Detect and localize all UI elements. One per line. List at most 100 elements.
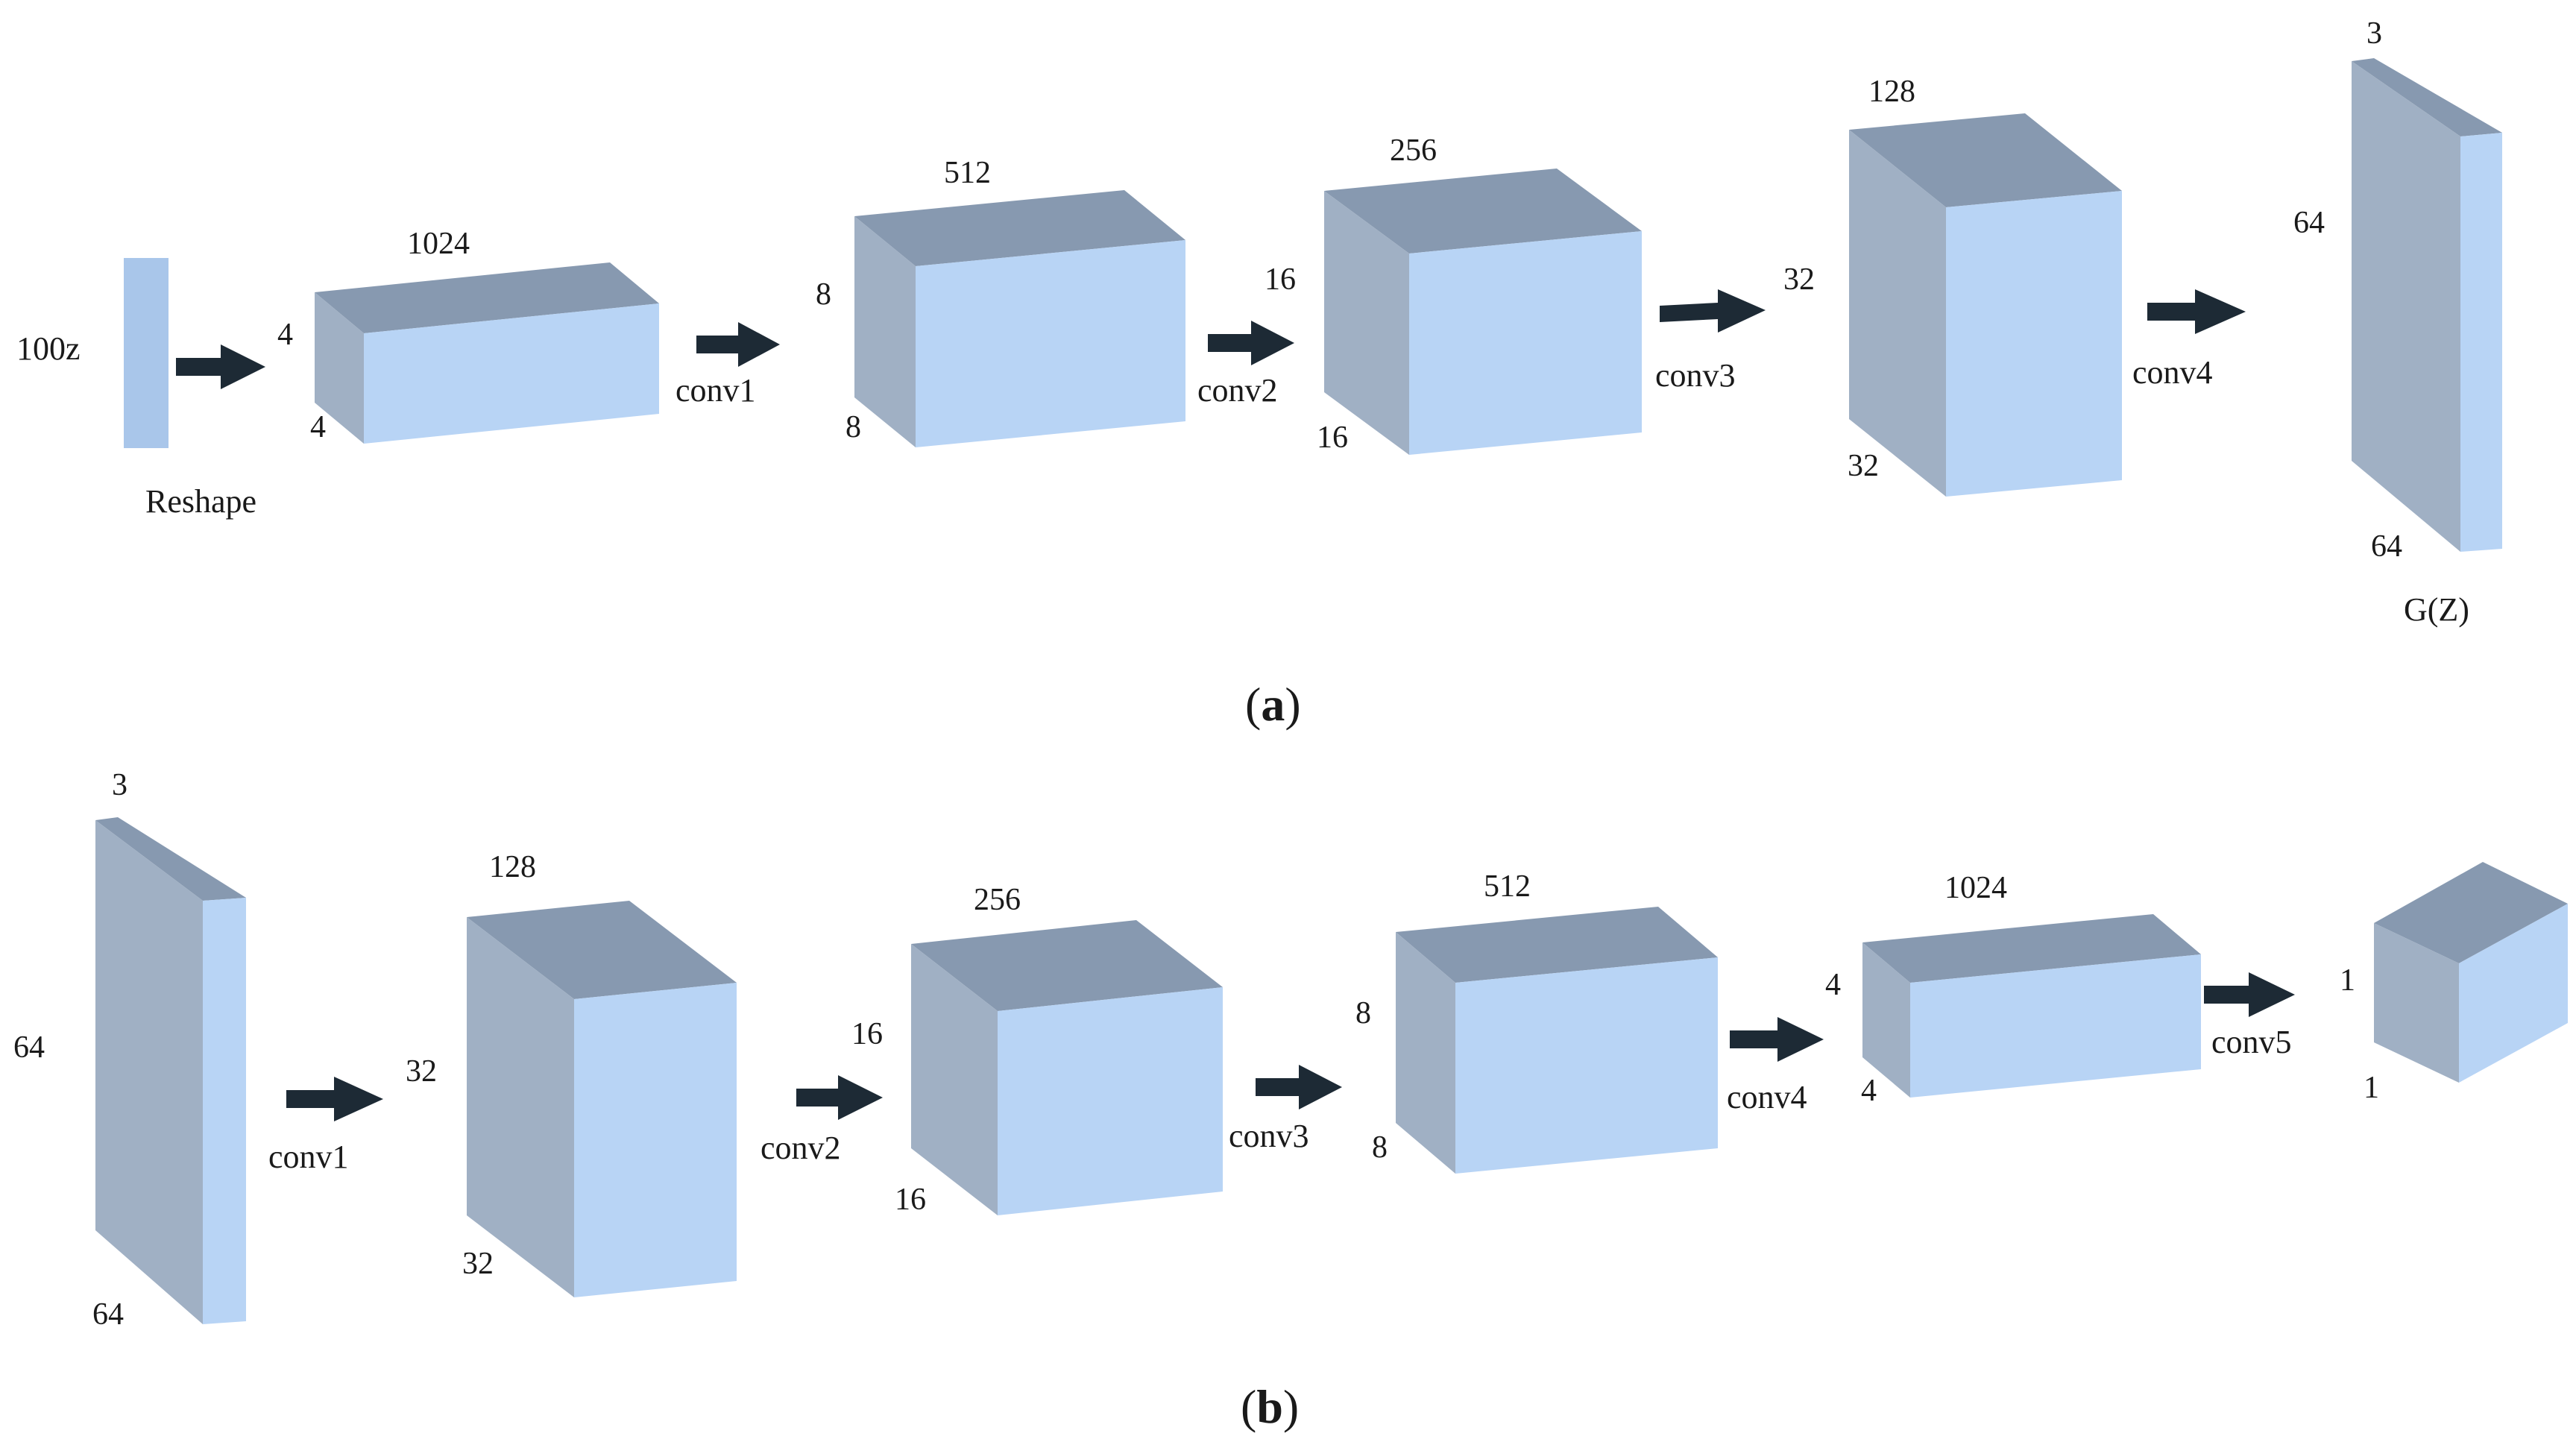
width-label: 8	[845, 410, 861, 444]
depth-label: 3	[2366, 16, 2382, 51]
block-front	[1910, 954, 2201, 1098]
block-side	[1324, 191, 1409, 455]
arrow-conv5	[2204, 972, 2295, 1017]
op-label-conv4: conv4	[2132, 354, 2213, 391]
arrow-conv4	[1730, 1017, 1824, 1062]
width-label: 32	[462, 1247, 494, 1281]
height-label: 32	[1783, 262, 1815, 297]
width-label: 4	[1861, 1074, 1877, 1108]
block-front	[998, 987, 1223, 1215]
input-vector	[124, 258, 169, 448]
block-top	[1324, 169, 1642, 254]
feature-block-b2: 128 32 32	[406, 850, 737, 1297]
op-label-conv3: conv3	[1655, 357, 1736, 394]
depth-label: 512	[944, 156, 991, 190]
generator-diagram: 100z Reshape 1024 4 4 conv1 512 8 8 conv…	[16, 16, 2502, 731]
depth-label: 1024	[1944, 871, 2007, 905]
height-label: 16	[851, 1017, 883, 1051]
feature-block-a1: 1024 4 4	[277, 227, 659, 444]
block-front	[1409, 231, 1642, 455]
op-label-conv2: conv2	[760, 1130, 841, 1166]
feature-block-b6: 1 1	[2340, 862, 2568, 1105]
block-front	[2460, 133, 2502, 552]
block-side	[2374, 923, 2459, 1083]
width-label: 32	[1848, 449, 1879, 483]
arrow-conv1	[696, 322, 780, 367]
block-side	[315, 292, 364, 444]
arrow-reshape	[176, 344, 265, 389]
width-label: 1	[2364, 1071, 2379, 1105]
block-top	[854, 190, 1185, 266]
block-top	[911, 920, 1223, 1011]
caption-b: (b)	[1241, 1380, 1299, 1433]
op-label-conv2: conv2	[1197, 372, 1278, 409]
height-label: 64	[13, 1030, 45, 1065]
arrow-conv2	[1208, 321, 1294, 365]
width-label: 64	[2371, 529, 2402, 564]
arrow-conv2	[796, 1075, 883, 1120]
depth-label: 256	[974, 883, 1021, 917]
block-front	[364, 303, 659, 444]
block-side	[2352, 61, 2460, 552]
arrow-conv3	[1256, 1065, 1342, 1109]
feature-block-a3: 256 16 16	[1265, 133, 1642, 455]
op-label-conv1: conv1	[676, 372, 756, 409]
feature-block-b3: 256 16 16	[851, 883, 1223, 1217]
height-label: 16	[1265, 262, 1296, 297]
height-label: 1	[2340, 963, 2355, 998]
arrow-conv4	[2147, 289, 2246, 334]
arrow-conv1	[286, 1077, 383, 1121]
block-top	[1849, 113, 2122, 207]
block-side	[467, 917, 574, 1297]
op-label-conv1: conv1	[268, 1139, 349, 1175]
output-label: G(Z)	[2404, 591, 2469, 628]
block-front	[2459, 904, 2568, 1083]
feature-block-a4: 128 32 32	[1783, 75, 2122, 497]
block-front	[916, 240, 1185, 447]
feature-block-a2: 512 8 8	[816, 156, 1185, 447]
height-label: 8	[1355, 996, 1371, 1030]
depth-label: 128	[1868, 75, 1915, 109]
depth-label: 128	[489, 850, 536, 884]
block-top	[315, 262, 659, 333]
width-label: 64	[92, 1297, 124, 1332]
block-top	[467, 901, 737, 999]
depth-label: 1024	[407, 227, 470, 261]
width-label: 16	[1317, 421, 1348, 455]
block-top	[1396, 907, 1718, 983]
input-label: 100z	[16, 330, 81, 367]
height-label: 4	[1825, 968, 1841, 1002]
feature-block-b1: 3 64 64	[13, 768, 246, 1332]
feature-block-b5: 1024 4 4	[1825, 871, 2201, 1108]
feature-block-b4: 512 8 8	[1355, 869, 1718, 1174]
reshape-label: Reshape	[145, 483, 256, 520]
block-top	[1862, 914, 2201, 983]
width-label: 4	[310, 410, 326, 444]
block-top	[2374, 862, 2568, 963]
block-front	[574, 983, 737, 1297]
block-side	[1396, 932, 1455, 1174]
caption-a: (a)	[1245, 678, 1301, 731]
op-label-conv5: conv5	[2211, 1024, 2292, 1060]
height-label: 8	[816, 277, 831, 312]
feature-block-a5: 3 64 64	[2293, 16, 2502, 564]
depth-label: 3	[112, 768, 127, 802]
block-side	[1849, 130, 1946, 497]
width-label: 8	[1372, 1130, 1388, 1165]
op-label-conv4: conv4	[1727, 1079, 1807, 1115]
block-top	[2352, 58, 2502, 136]
depth-label: 512	[1484, 869, 1531, 904]
height-label: 64	[2293, 206, 2325, 240]
arrow-conv3	[1660, 289, 1766, 333]
block-side	[1862, 942, 1910, 1098]
block-side	[911, 944, 998, 1215]
block-front	[1946, 191, 2122, 497]
block-top	[95, 817, 246, 901]
block-side	[854, 216, 916, 447]
block-front	[203, 898, 246, 1324]
block-side	[95, 820, 203, 1324]
depth-label: 256	[1390, 133, 1437, 168]
width-label: 16	[895, 1183, 926, 1217]
block-front	[1455, 957, 1718, 1174]
discriminator-diagram: 3 64 64 conv1 128 32 32 conv2 256 16 16 …	[13, 768, 2568, 1433]
